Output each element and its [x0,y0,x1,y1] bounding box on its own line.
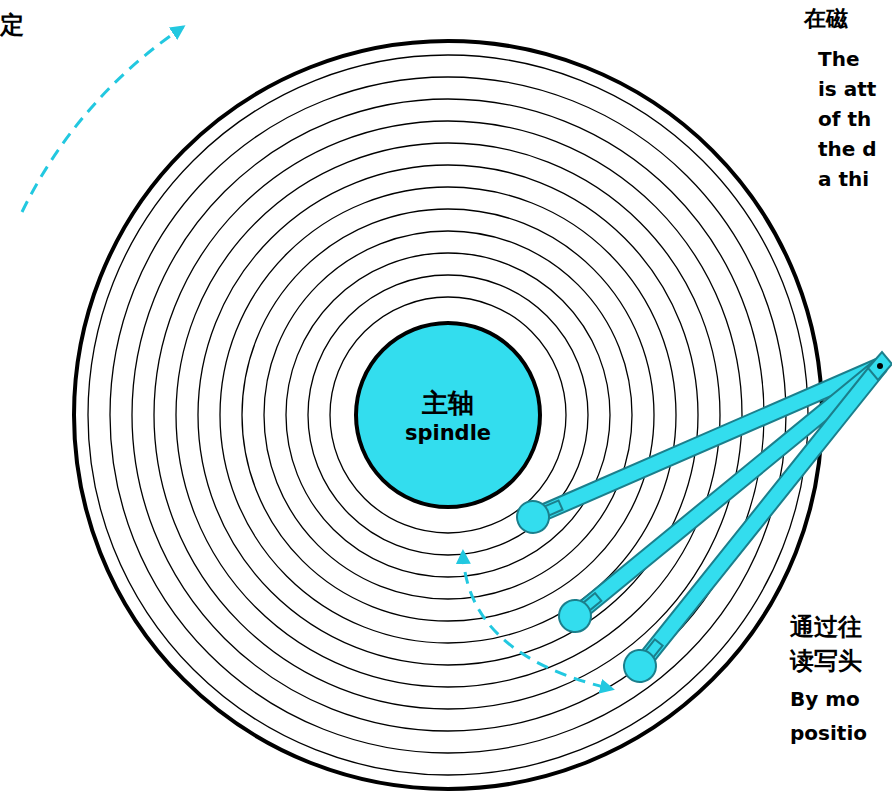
track [154,121,742,709]
read-write-head [618,644,663,689]
actuator-arms [512,351,892,688]
rotation-arrow [22,27,183,212]
track [176,143,720,687]
label: 读写头 [790,648,862,676]
track [220,187,676,643]
label: The [818,48,859,71]
track [286,253,610,577]
label: a thi [818,168,869,191]
platter [74,41,822,789]
label: 在磁 [804,6,848,31]
spindle-circle: 主轴spindle [353,320,543,510]
track [330,297,566,533]
pivot [868,352,892,380]
track [198,165,698,665]
read-write-head [552,593,597,638]
track [308,275,588,555]
pivot-dot [877,363,883,369]
track [242,209,654,621]
label: positio [790,722,867,745]
label: 通过往 [790,614,862,642]
seek-arrow [463,552,612,689]
read-write-head [512,496,554,538]
arm [618,356,892,688]
label: is att [818,78,876,101]
label: of th [818,108,871,131]
label: the d [818,138,877,161]
arm [552,354,890,639]
label: 定 [0,12,24,40]
node-text: 主轴 [422,386,474,421]
track [264,231,632,599]
node-text: spindle [405,421,491,445]
track [110,77,786,753]
label: By mo [790,688,860,711]
track [88,55,808,775]
tracks [88,55,808,775]
